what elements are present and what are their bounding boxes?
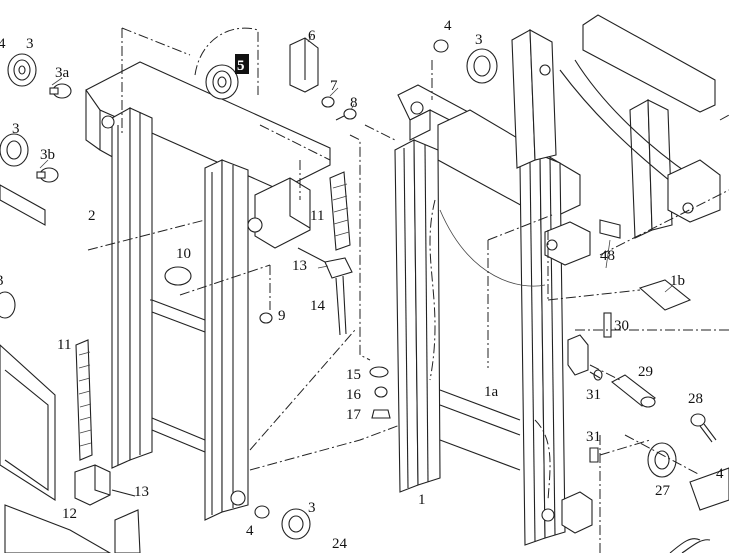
ring-10 <box>164 266 192 286</box>
grease-nipple-31-upper <box>589 369 603 381</box>
label-3a: 3a <box>55 65 70 81</box>
label-10: 10 <box>176 246 191 262</box>
label-1: 1 <box>418 492 426 508</box>
cylinder-26 <box>669 467 729 553</box>
label-11: 11 <box>310 208 324 224</box>
label-3b: 3b <box>40 147 55 163</box>
callout-labels: 4 3 3a 3 3b 2 5 6 7 8 11 10 13 9 14 11 1… <box>0 18 724 552</box>
label-48: 48 <box>600 248 615 264</box>
bearing-5 <box>194 27 259 100</box>
label-14: 14 <box>310 298 326 314</box>
bearing-3-midleft <box>0 133 29 167</box>
label-1b: 1b <box>670 273 685 289</box>
leader-lines <box>39 33 673 293</box>
label-2: 2 <box>88 208 96 224</box>
label-8: 8 <box>350 95 358 111</box>
anchor-block-12 <box>74 464 136 506</box>
left-fork-carriage-plate <box>0 184 141 553</box>
label-7: 7 <box>330 78 338 94</box>
anchor-bolt-14 <box>324 257 353 336</box>
highlight-box-5 <box>235 54 249 74</box>
washer-4-top <box>433 39 449 53</box>
pin-29 <box>611 374 656 408</box>
label-3: 3 <box>475 32 483 48</box>
label-3: 3 <box>12 121 20 137</box>
label-11: 11 <box>57 337 71 353</box>
label-13: 13 <box>292 258 307 274</box>
bracket-6 <box>289 37 319 93</box>
label-12: 12 <box>62 506 77 522</box>
washer-16 <box>374 386 388 398</box>
label-6: 6 <box>308 28 316 44</box>
bearing-3-topleft <box>7 53 37 87</box>
washer-7 <box>321 96 335 108</box>
label-17: 17 <box>346 407 362 423</box>
label-28: 28 <box>688 391 703 407</box>
right-mast-assembly <box>394 84 593 546</box>
label-24: 24 <box>332 536 348 552</box>
label-3: 3 <box>26 36 34 52</box>
label-3: 3 <box>0 273 4 289</box>
label-4: 4 <box>0 36 6 52</box>
label-9: 9 <box>278 308 286 324</box>
label-1a: 1a <box>484 384 499 400</box>
washer-15 <box>369 366 389 378</box>
label-29: 29 <box>638 364 653 380</box>
bearing-3-topright <box>466 48 498 84</box>
chain-11-left <box>75 339 93 461</box>
grease-nipple-31-lower <box>589 447 599 463</box>
left-mast-assembly <box>85 61 331 521</box>
label-16: 16 <box>346 387 362 403</box>
label-5: 5 <box>237 58 245 74</box>
pin-13-upper <box>297 247 326 263</box>
bearing-edge-left <box>0 291 16 319</box>
bolt-8 <box>335 108 357 121</box>
label-31: 31 <box>586 429 601 445</box>
plate-1b <box>638 279 692 311</box>
label-30: 30 <box>614 318 629 334</box>
bolt-28 <box>690 413 717 443</box>
clip-9 <box>259 312 273 324</box>
bolt-3a <box>49 83 72 99</box>
outer-mast-top <box>511 14 721 239</box>
label-31: 31 <box>586 387 601 403</box>
label-15: 15 <box>346 367 361 383</box>
nut-17 <box>371 409 391 419</box>
chain-11-upper <box>329 171 351 251</box>
pin-30 <box>603 312 612 338</box>
washer-4-bottom <box>254 505 270 519</box>
label-4: 4 <box>246 523 254 539</box>
bearing-3-bottom <box>281 508 311 540</box>
bolt-3b <box>36 167 59 183</box>
label-27: 27 <box>655 483 671 499</box>
label-4: 4 <box>444 18 452 34</box>
pad-48 <box>599 219 621 239</box>
label-13: 13 <box>134 484 149 500</box>
bearing-27 <box>647 442 677 478</box>
label-3: 3 <box>308 500 316 516</box>
label-4: 4 <box>716 466 724 482</box>
